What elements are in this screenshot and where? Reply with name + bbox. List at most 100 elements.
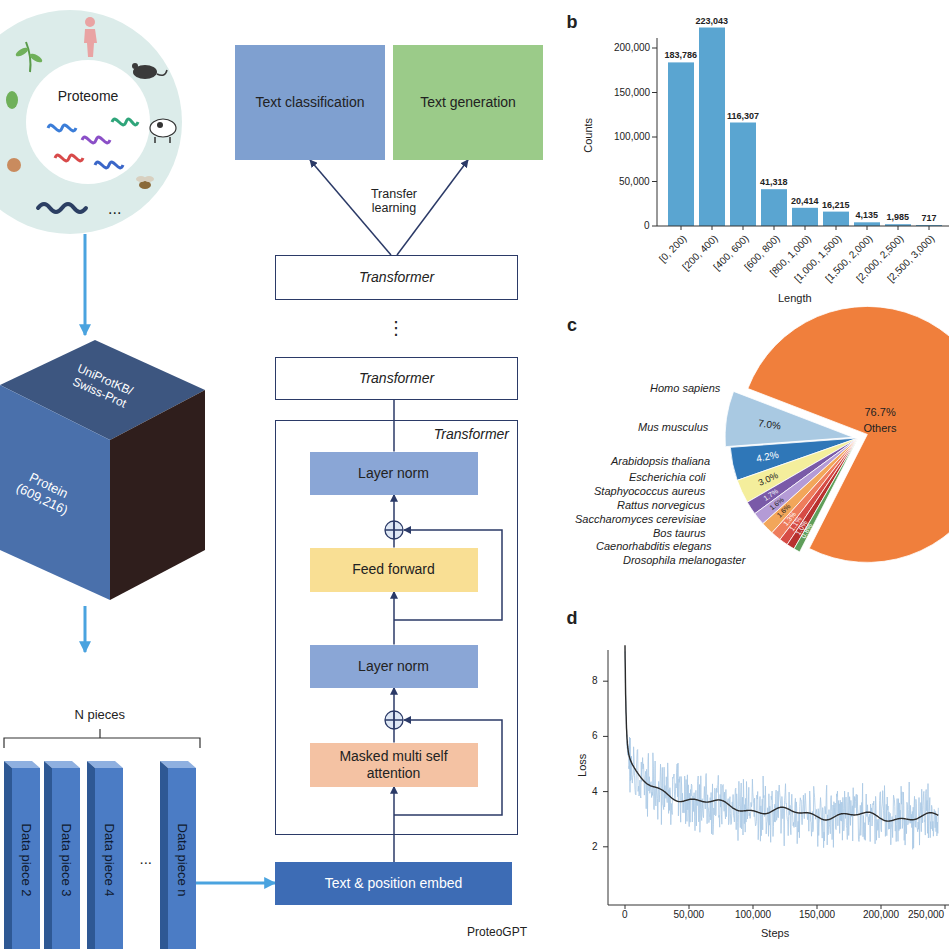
panel-letter: b — [567, 12, 578, 33]
node-text: Data piece n — [175, 824, 190, 897]
axis — [608, 650, 949, 905]
organism-icon — [6, 91, 18, 109]
bar-chart — [652, 28, 949, 231]
feed-forward-box: Feed forward — [310, 548, 478, 592]
species-name: Homo sapiens — [650, 382, 720, 395]
task-box: Text classification — [235, 45, 385, 160]
worm-icon — [38, 204, 86, 212]
tick-label: 150,000 — [614, 87, 650, 99]
connector — [393, 400, 395, 452]
bracket — [4, 729, 200, 748]
tick-label: 4 — [592, 786, 598, 798]
data-piece: Data piece 4 — [95, 768, 123, 949]
species-name: Rattus norvegicus — [617, 499, 705, 512]
organism-ring: ... Proteome — [0, 10, 182, 234]
node-text: Data piece 3 — [59, 824, 74, 897]
tick-label: 100,000 — [735, 909, 771, 921]
transformer-block: Transformer — [275, 255, 518, 300]
bar-value: 116,307 — [727, 111, 759, 121]
data-piece: Data piece n — [168, 768, 196, 949]
cow-icon — [157, 122, 163, 128]
node-text: Masked multi self attention — [318, 748, 470, 780]
tick-label: 200,000 — [614, 42, 650, 54]
organism-ring-art — [0, 10, 182, 234]
connector — [196, 882, 275, 885]
axis-title: Loss — [576, 753, 589, 776]
bar-value: 20,414 — [791, 196, 819, 206]
node-text: Feed forward — [352, 561, 434, 577]
percent-label: 76.7% — [865, 406, 896, 419]
axis-ticks — [603, 681, 608, 847]
tick-label: 2 — [592, 841, 598, 853]
proteome-circle: Proteome — [26, 60, 150, 184]
node-text: Protein (609,216) — [7, 464, 83, 522]
cube-face — [0, 385, 110, 600]
bar-value: 223,043 — [696, 16, 729, 26]
species-name: Escherichia coli — [629, 471, 705, 484]
connector — [393, 688, 395, 743]
node-text: Transformer — [359, 370, 434, 386]
cube-art — [0, 340, 205, 600]
bar-value: 1,985 — [887, 212, 910, 222]
panel-letter: c — [567, 315, 577, 336]
transfer-label: Transfer learning — [362, 187, 426, 216]
human-icon — [85, 17, 95, 27]
tick-label: 0 — [622, 909, 628, 921]
layer-norm-box: Layer norm — [310, 645, 478, 688]
ring-fill — [0, 10, 182, 234]
bar — [699, 28, 725, 227]
pie-slice — [772, 438, 858, 539]
ellipsis: ... — [140, 850, 153, 867]
species-name: Mus musculus — [638, 421, 708, 434]
axis — [657, 38, 949, 226]
connector — [393, 787, 395, 863]
tick-label: 6 — [592, 730, 598, 742]
node-text: ... — [108, 200, 121, 218]
species-name: Staphyococcus aureus — [594, 485, 705, 498]
node-text: Transformer — [434, 426, 509, 442]
protein-icon — [112, 119, 138, 125]
pie-slice — [725, 391, 853, 446]
node-text: UniProtKB/ Swiss-Prot — [60, 358, 144, 416]
node-text: Layer norm — [358, 658, 429, 674]
cow-icon — [155, 137, 170, 143]
attention-box: Masked multi self attention — [310, 743, 478, 787]
plant-icon — [28, 52, 43, 64]
cube-face — [110, 390, 205, 600]
embedding-box: Text & position embed — [275, 862, 512, 905]
protein-icon — [48, 125, 76, 131]
tick-label: 50,000 — [674, 909, 705, 921]
data-piece-art — [4, 761, 196, 949]
tick-label: 100,000 — [614, 131, 650, 143]
transformer-detail: TransformerLayer normFeed forwardLayer n… — [275, 420, 518, 835]
species-name: Saccharomyces cerevisiae — [575, 513, 706, 526]
bar — [761, 189, 787, 226]
data-piece: Data piece 3 — [52, 768, 80, 949]
cow-icon — [150, 119, 176, 137]
axis-title: Steps — [761, 927, 789, 940]
piece-side — [87, 761, 95, 949]
piece-side — [4, 761, 12, 949]
node-text: Data piece 4 — [102, 824, 117, 897]
axis-title: Length — [778, 292, 812, 305]
pie-slice — [787, 438, 858, 549]
species-name: Bos taurus — [653, 527, 706, 540]
protein-icon — [55, 155, 83, 161]
fly-icon — [144, 176, 154, 182]
layer-norm-box: Layer norm — [310, 452, 478, 495]
tick-label: 150,000 — [799, 909, 835, 921]
transformer-block: Transformer — [275, 357, 518, 400]
node-text: Data piece 2 — [19, 824, 34, 897]
connector — [393, 495, 395, 548]
node-text: Proteome — [26, 88, 150, 104]
connector — [393, 592, 395, 645]
tick-label: 0 — [644, 220, 650, 232]
pie-chart — [725, 306, 949, 562]
species-name: Drosophila melanogaster — [623, 554, 745, 567]
cell-icon — [7, 158, 21, 172]
bar — [668, 62, 694, 226]
protein-icon — [82, 137, 110, 143]
bar-value: 16,215 — [822, 200, 850, 210]
piece-side — [44, 761, 52, 949]
